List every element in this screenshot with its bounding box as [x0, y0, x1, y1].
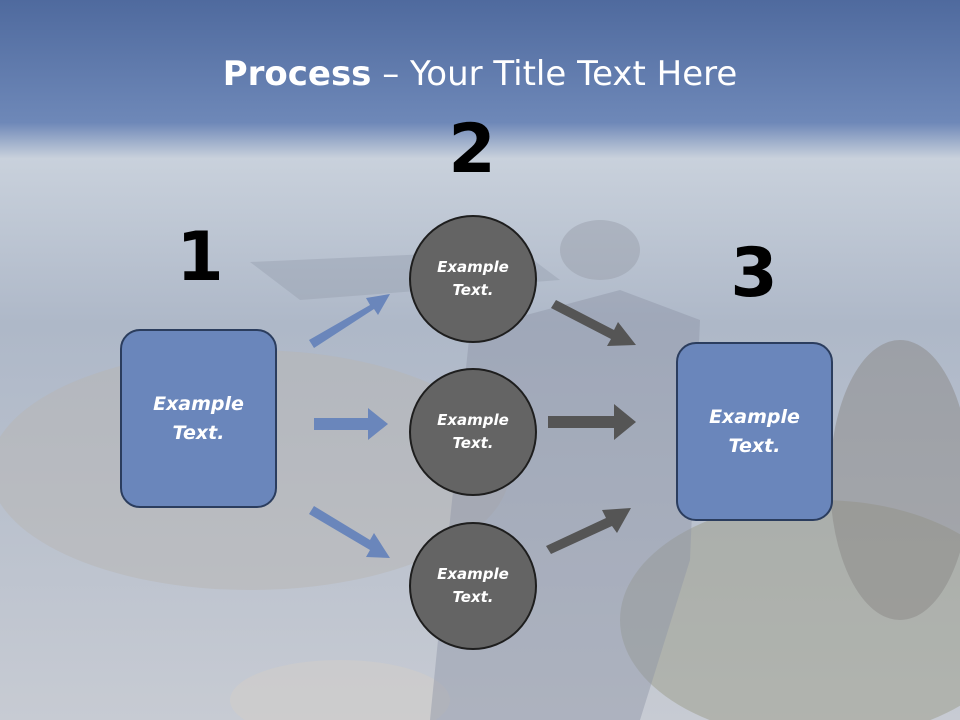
step-1-line1: Example [153, 392, 244, 415]
circle-bottom-line2: Text. [452, 588, 494, 606]
gray-arrow-up [546, 508, 631, 554]
title-rest: – Your Title Text Here [371, 54, 738, 94]
blue-arrow-right [314, 408, 388, 440]
slide-title: Process – Your Title Text Here [0, 52, 960, 96]
step-1-line2: Text. [172, 421, 225, 444]
title-bold: Process [222, 54, 372, 94]
circle-top-line1: Example [437, 258, 509, 276]
blue-arrow-up [309, 294, 390, 348]
blue-arrow-down [309, 506, 390, 558]
step-3-line1: Example [709, 405, 800, 428]
circle-middle-line1: Example [437, 411, 509, 429]
step-3-line2: Text. [728, 434, 781, 457]
circle-middle-line2: Text. [452, 434, 494, 452]
gray-arrow-down [551, 300, 636, 346]
gray-arrow-right [548, 404, 636, 440]
circle-bottom-line1: Example [437, 565, 509, 583]
step-number-2: 2 [448, 110, 496, 189]
circle-top-line2: Text. [452, 281, 494, 299]
step-number-1: 1 [176, 218, 224, 297]
step-number-3: 3 [730, 234, 778, 313]
